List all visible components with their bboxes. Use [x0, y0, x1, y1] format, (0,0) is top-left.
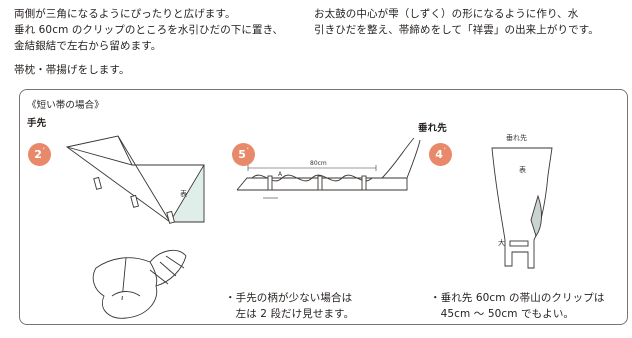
note-left-line-2: 左は 2 段だけ見せます。 [225, 308, 355, 320]
step-5-badge: 5' [232, 143, 255, 166]
instruction-left-line-1: 両側が三角になるようにぴったりと広げます。 [14, 8, 236, 20]
mizuhiki-diagram [236, 137, 421, 199]
dai-label: 大 [498, 238, 505, 247]
omote-label-2: 表 [180, 189, 187, 198]
instruction-left-line-4: 帯枕・帯揚げをします。 [14, 64, 130, 76]
step-4-badge: 4' [429, 143, 452, 166]
omote-label-4: 表 [519, 165, 526, 174]
instruction-left-line-3: 金結銀結で左右から留めます。 [14, 40, 162, 52]
length-80cm-label: 80cm [310, 160, 327, 167]
instruction-right-line-1: お太鼓の中心が雫（しずく）の形になるように作り、水 [314, 8, 579, 20]
instruction-right-line-2: 引きひだを整え、帯締めをして「祥雲」の出来上がりです。 [314, 24, 599, 36]
tare-saki-label: 垂れ先 [418, 123, 447, 134]
tesaki-fold-diagram [65, 135, 205, 224]
bow-drawing [92, 249, 187, 319]
step-2-badge: 2' [28, 143, 51, 166]
note-right-line-2: 45cm ～ 50cm でもよい。 [430, 308, 575, 320]
tesaki-label: 手先 [27, 118, 47, 129]
tare-saki-diagram [491, 147, 553, 269]
note-left-line-1: ・手先の柄が少ない場合は [225, 292, 353, 304]
point-a-label: A [278, 171, 283, 178]
instruction-left-line-2: 垂れ 60cm のクリップのところを水引ひだの下に置き、 [14, 24, 284, 36]
tare-saki-title: 垂れ先 [506, 133, 527, 142]
note-right-line-1: ・垂れ先 60cm の帯山のクリップは [430, 292, 605, 304]
panel-heading: 《短い帯の場合》 [27, 100, 104, 111]
